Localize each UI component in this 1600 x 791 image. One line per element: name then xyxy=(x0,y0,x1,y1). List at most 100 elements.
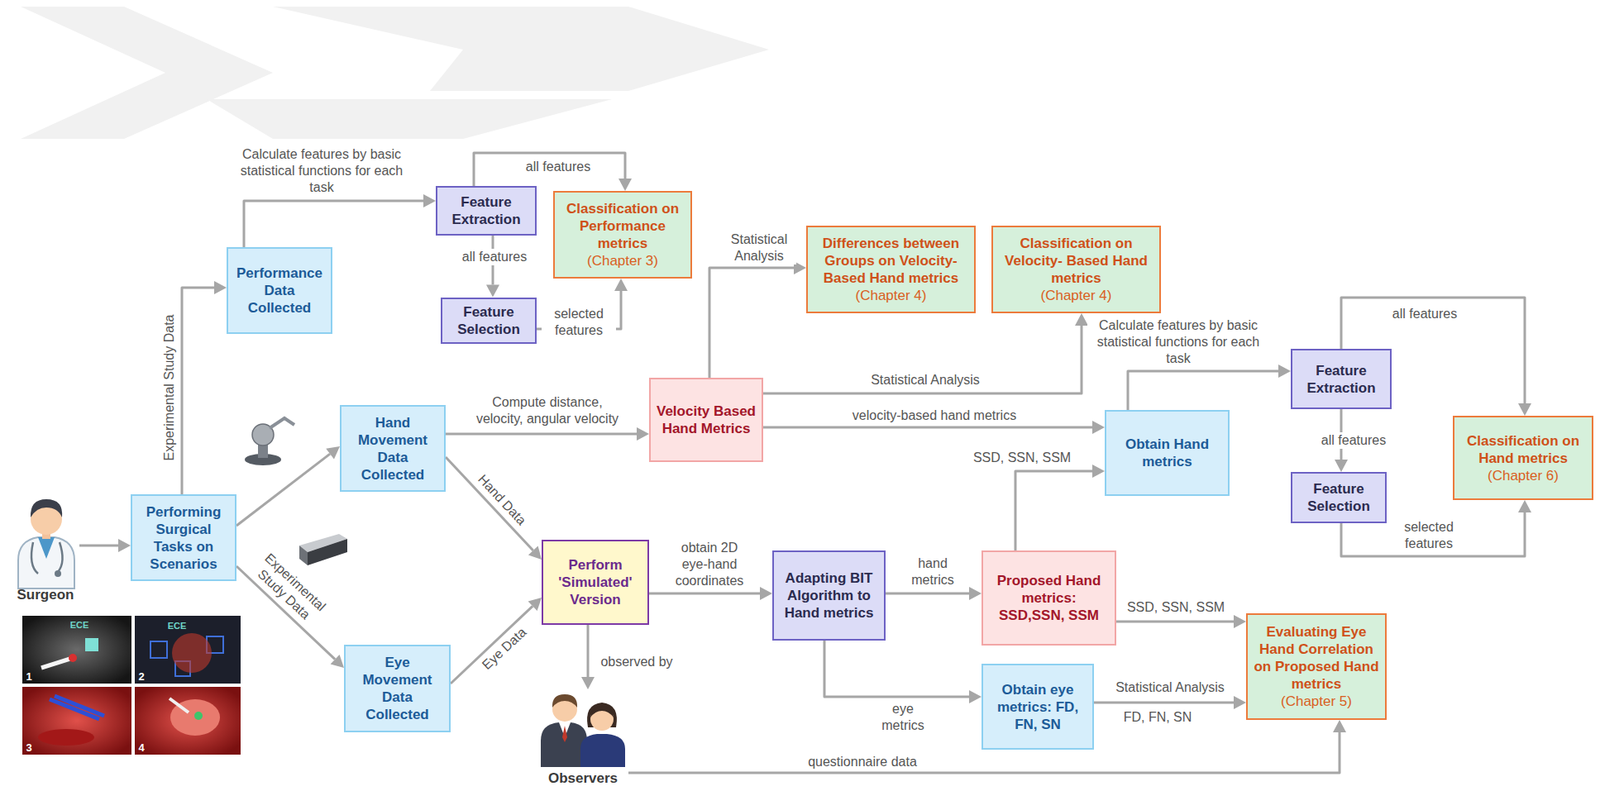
arrowhead xyxy=(1518,500,1532,513)
label-holder: 1 xyxy=(22,670,36,683)
target-circle xyxy=(171,633,212,674)
callout-number: 4 xyxy=(134,741,149,755)
thumbnail xyxy=(22,687,132,755)
arrowhead xyxy=(1518,403,1532,416)
node-text: Performance Data Collected xyxy=(233,264,326,317)
connector-line xyxy=(763,426,1093,430)
connector-line xyxy=(1116,620,1234,624)
edge-label: all features xyxy=(512,158,604,176)
connector xyxy=(824,640,982,704)
connector xyxy=(1127,364,1291,411)
edge-label: obtain 2D eye-hand coordinates xyxy=(668,539,751,590)
edge-label: Calculate features by basic statistical … xyxy=(1087,317,1270,368)
data-box: Hand Movement Data Collected xyxy=(339,405,446,492)
label-holder: ECE xyxy=(62,620,96,631)
edge-label-holder: velocity-based hand metrics xyxy=(847,407,1022,425)
process-box: Feature Extraction xyxy=(1290,348,1392,410)
stethoscope xyxy=(31,542,63,574)
connector xyxy=(450,597,542,684)
connector-line xyxy=(445,457,534,551)
label-holder: FD, FN, SN xyxy=(1112,709,1204,726)
thumbnail xyxy=(134,687,241,755)
arrowhead xyxy=(423,194,436,208)
edge-label-holder: SSD, SSN, SSM xyxy=(970,449,1075,467)
edge-label: Compute distance, velocity, angular velo… xyxy=(464,394,631,428)
node-text: Classification on Velocity- Based Hand m… xyxy=(998,234,1155,287)
connector-line xyxy=(181,287,215,495)
edge-label-holder: selected features xyxy=(1395,519,1462,553)
stethoscope-head xyxy=(54,570,62,578)
edge-label-holder: all features xyxy=(512,158,604,176)
man-hair xyxy=(552,694,578,708)
edge-label: all features xyxy=(1312,432,1395,449)
edge-label: Experimental Study Data xyxy=(161,292,178,483)
edge-label-holder: hand metrics xyxy=(903,555,962,589)
edge-label: all features xyxy=(1383,305,1467,323)
node-text: Evaluating Eye Hand Correlation on Propo… xyxy=(1252,623,1381,693)
connector-line xyxy=(243,200,424,248)
connector-line xyxy=(1015,471,1093,551)
label-holder: 3 xyxy=(22,741,36,755)
connector xyxy=(581,625,595,690)
observers-figure: Observers xyxy=(537,689,629,788)
process-box: Perform 'Simulated' Version xyxy=(541,539,650,626)
arrowhead xyxy=(1092,464,1105,478)
edge-label-holder: SSD, SSN, SSM xyxy=(1124,599,1228,617)
connector xyxy=(181,281,227,495)
process-box: Obtain Hand metrics xyxy=(1104,410,1230,497)
node-text: Surgeon xyxy=(11,586,80,604)
edge-label: hand metrics xyxy=(903,555,962,589)
result-box: Classification on Velocity- Based Hand m… xyxy=(991,225,1161,314)
edge-label-holder: Calculate features by basic statistical … xyxy=(224,146,420,196)
thumbnail xyxy=(134,616,241,684)
tracker-side xyxy=(299,545,308,566)
arrowhead xyxy=(969,587,982,601)
arrowhead xyxy=(969,690,982,704)
instrument xyxy=(169,698,189,713)
target-square xyxy=(150,641,168,659)
edge-label: all features xyxy=(448,248,540,266)
connector-line xyxy=(473,152,626,187)
connector xyxy=(79,539,131,553)
edge-label-holder: selected features xyxy=(541,305,617,340)
arrowhead xyxy=(1278,364,1291,378)
node-text: Eye Movement Data Collected xyxy=(350,654,445,724)
arrowhead xyxy=(528,597,542,612)
process-box: Adapting BIT Algorithm to Hand metrics xyxy=(772,550,886,641)
connector xyxy=(1015,464,1105,551)
tissue xyxy=(170,699,220,736)
edge-label-holder: Statistical Analysis xyxy=(721,231,797,265)
tissue-fold xyxy=(38,729,95,746)
node-text: Classification on Performance metrics xyxy=(559,200,686,253)
watermark-chevron xyxy=(272,6,769,91)
connector-line xyxy=(587,625,590,678)
surgeon-figure: Surgeon xyxy=(11,492,80,604)
woman-fringe xyxy=(590,706,614,718)
arrowhead xyxy=(636,427,650,441)
connector-line xyxy=(1127,371,1279,411)
metric-box: Obtain eye metrics: FD, FN, SN xyxy=(981,663,1094,750)
connector xyxy=(1116,615,1247,629)
edge-label: selected features xyxy=(541,305,617,340)
node-text: Hand Movement Data Collected xyxy=(346,414,440,484)
watermark-band xyxy=(206,99,612,139)
target-dot xyxy=(194,711,203,721)
arrowhead xyxy=(528,546,542,560)
edge-label-holder: all features xyxy=(1312,432,1395,449)
thumbnail xyxy=(22,616,132,684)
connector-line xyxy=(885,592,970,596)
connector xyxy=(885,587,982,601)
node-text: Feature Extraction xyxy=(1297,362,1386,397)
edge-label: Experimental Study Data xyxy=(240,541,340,637)
edge-label: selected features xyxy=(1395,519,1462,553)
connector-line xyxy=(763,325,1082,394)
edge-label: Hand Data xyxy=(470,467,534,533)
metric-box: Proposed Hand metrics: SSD,SSN, SSM xyxy=(981,550,1117,646)
connector-line xyxy=(709,267,794,378)
logo-text: ECE xyxy=(62,620,96,631)
connector-line xyxy=(79,544,119,548)
doctor-hair xyxy=(30,499,63,518)
chapter-note: (Chapter 3) xyxy=(559,252,686,270)
arrowhead xyxy=(581,677,595,690)
scenario-thumbnails xyxy=(22,616,241,755)
